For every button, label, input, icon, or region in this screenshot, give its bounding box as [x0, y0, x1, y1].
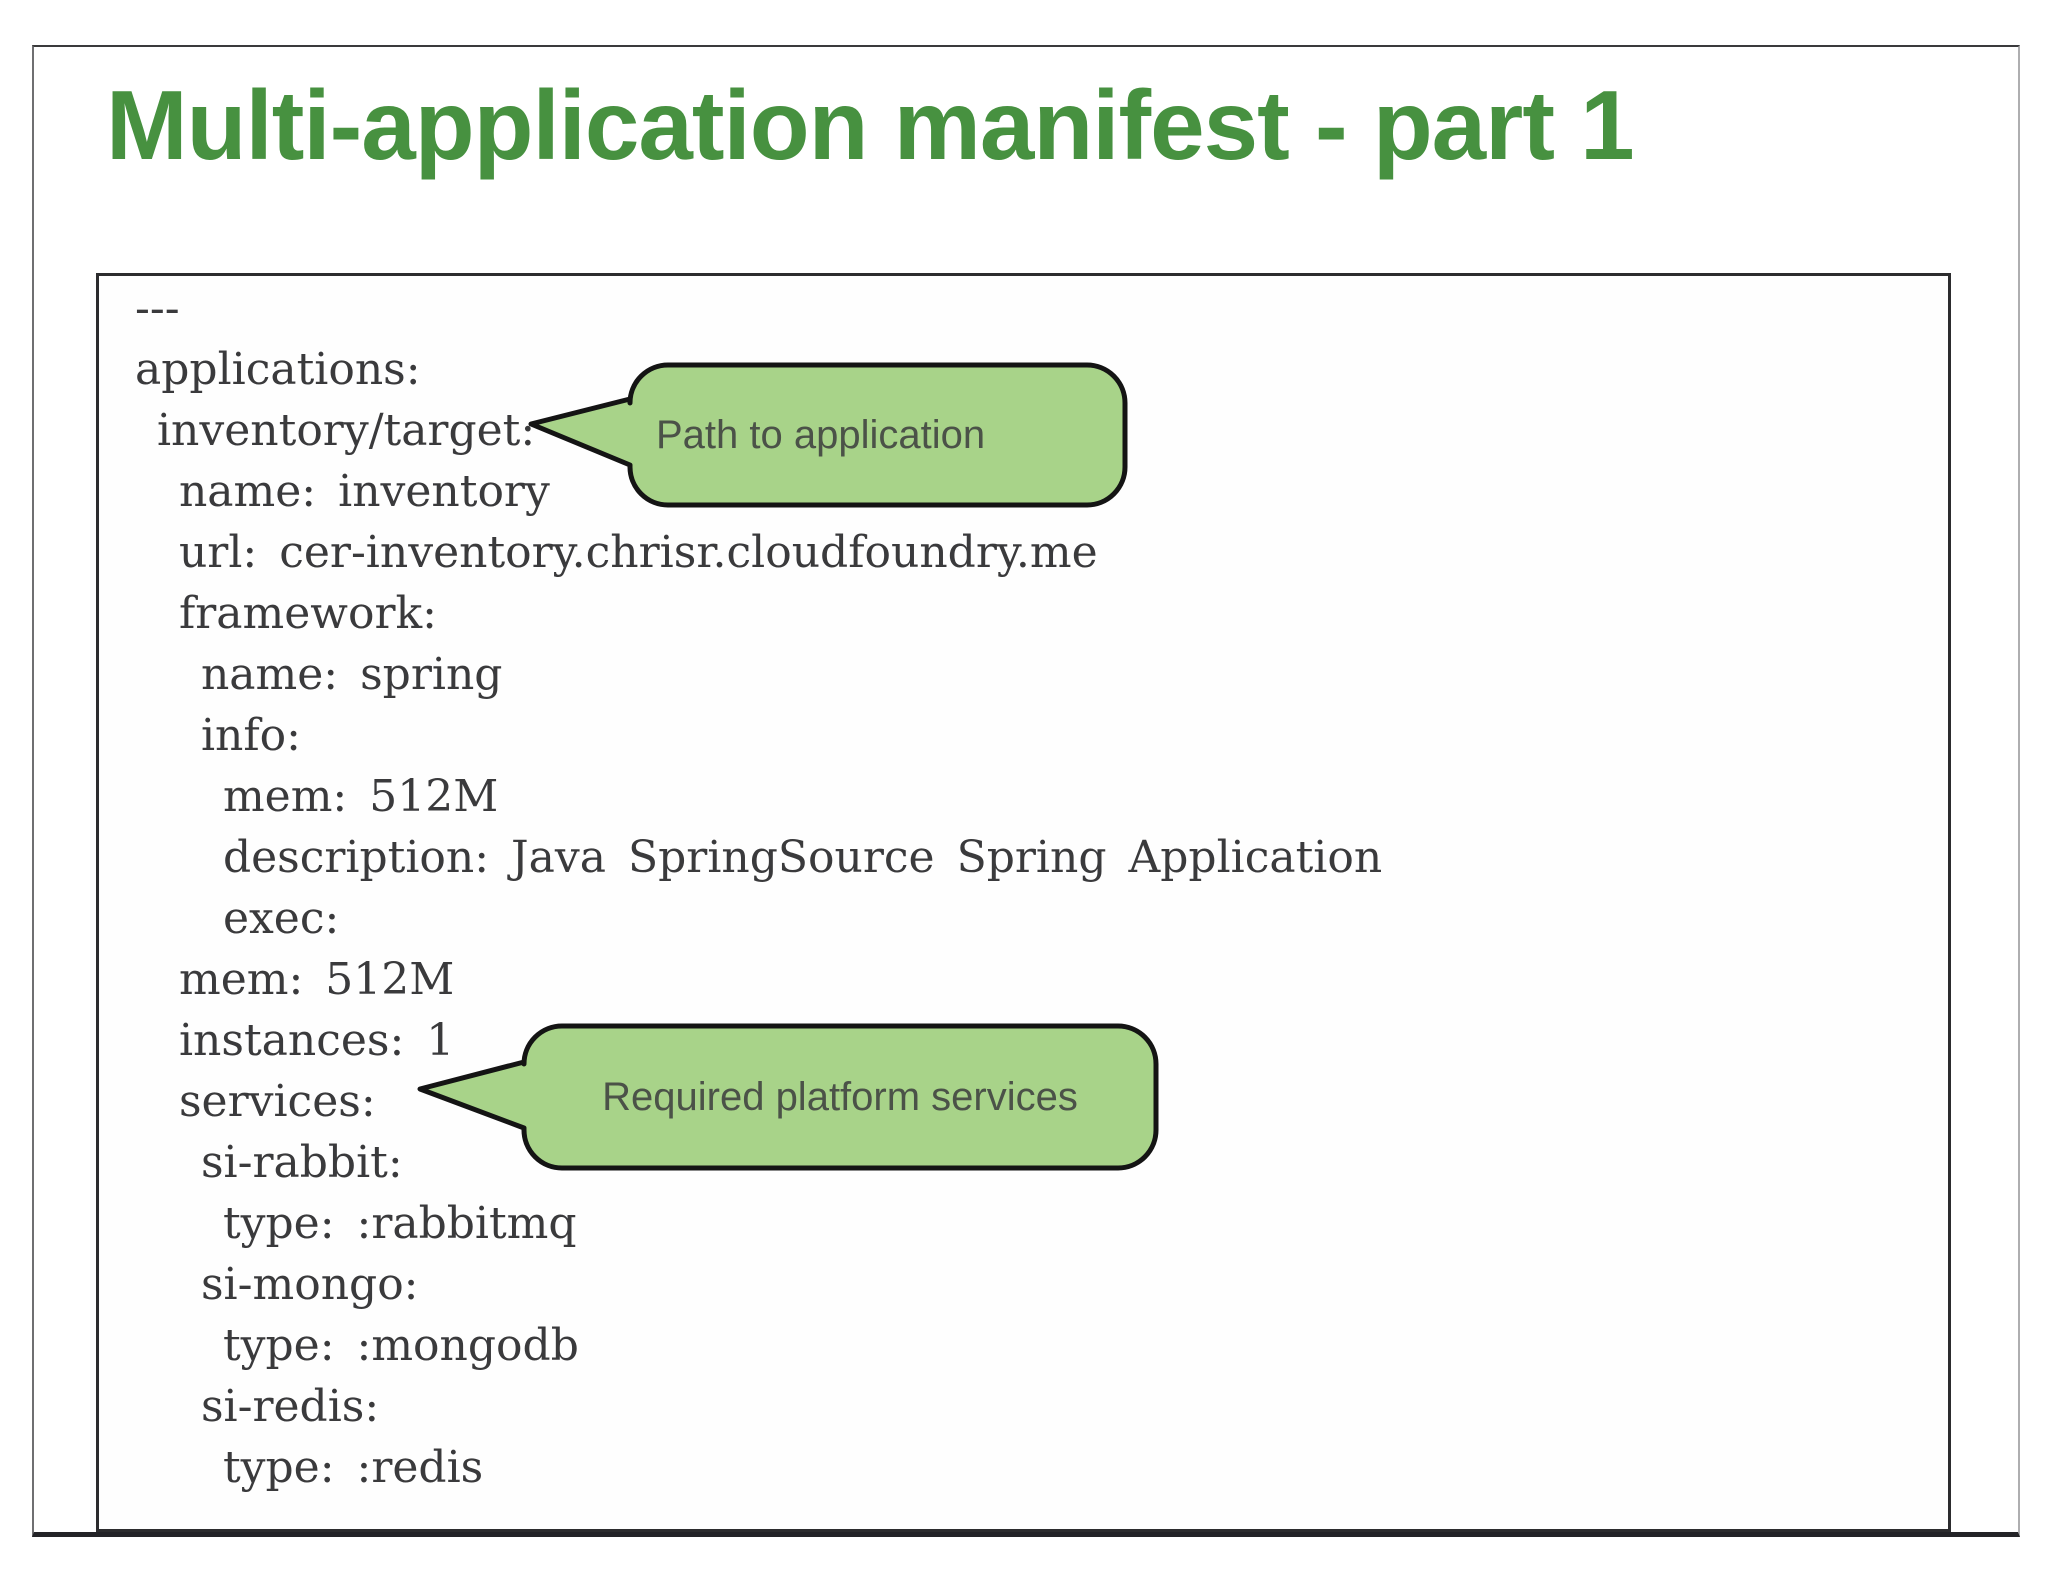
yaml-code-block: --- applications: inventory/target: name:… — [99, 276, 1948, 1529]
code-line: info: — [135, 710, 301, 761]
code-line: si-rabbit: — [135, 1137, 403, 1188]
code-line: services: — [135, 1076, 376, 1127]
code-line: --- — [135, 283, 180, 334]
callout-required-platform-services: Required platform services — [400, 1016, 1180, 1186]
slide: Multi-application manifest - part 1 --- a… — [32, 45, 2020, 1537]
code-line: type: :rabbitmq — [135, 1198, 577, 1249]
code-line: inventory/target: — [135, 405, 536, 456]
callout-label: Required platform services — [602, 1074, 1078, 1119]
speech-bubble-icon — [528, 362, 1128, 508]
code-line: type: :redis — [135, 1442, 484, 1493]
code-line: mem: 512M — [135, 771, 499, 822]
speech-bubble-icon — [417, 1023, 1159, 1171]
code-line: si-redis: — [135, 1381, 380, 1432]
code-line: si-mongo: — [135, 1259, 419, 1310]
code-line: instances: 1 — [135, 1015, 455, 1066]
callout-path-to-application: Path to application — [520, 355, 1140, 515]
code-line: mem: 512M — [135, 954, 455, 1005]
code-line: name: inventory — [135, 466, 550, 517]
page-title: Multi-application manifest - part 1 — [106, 70, 1635, 180]
code-line: framework: — [135, 588, 437, 639]
code-line: applications: — [135, 344, 421, 395]
code-line: description: Java SpringSource Spring Ap… — [135, 832, 1383, 883]
code-line: url: cer-inventory.chrisr.cloudfoundry.m… — [135, 527, 1098, 578]
code-line: name: spring — [135, 649, 503, 700]
code-line: exec: — [135, 893, 340, 944]
code-line: type: :mongodb — [135, 1320, 579, 1371]
callout-label: Path to application — [656, 412, 986, 457]
